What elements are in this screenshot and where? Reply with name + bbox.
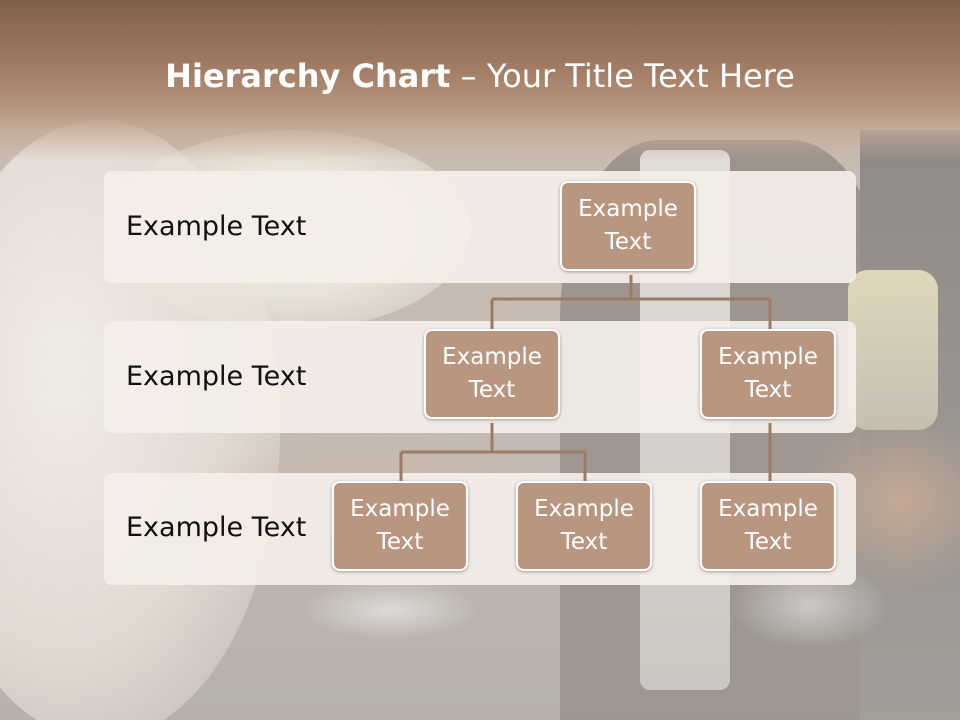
node-level2-left[interactable]: Example Text (424, 329, 560, 419)
slide-title-bold: Hierarchy Chart (165, 57, 451, 95)
level-label-1[interactable]: Example Text (126, 211, 307, 242)
slide-title-rest: – Your Title Text Here (450, 57, 795, 95)
node-level2-right[interactable]: Example Text (700, 329, 836, 419)
slide-title[interactable]: Hierarchy Chart – Your Title Text Here (0, 52, 960, 100)
node-root[interactable]: Example Text (560, 181, 696, 271)
background-glass-left (300, 580, 480, 640)
level-label-2[interactable]: Example Text (126, 361, 307, 392)
level-label-3[interactable]: Example Text (126, 512, 307, 543)
node-level3-1[interactable]: Example Text (332, 481, 468, 571)
title-band (0, 0, 960, 160)
background-champagne (848, 270, 938, 430)
node-level3-3[interactable]: Example Text (700, 481, 836, 571)
node-level3-2[interactable]: Example Text (516, 481, 652, 571)
connector-root-to-mid (490, 275, 772, 330)
level-band-1[interactable] (104, 171, 856, 283)
connector-midleft-to-leaves (399, 423, 587, 482)
